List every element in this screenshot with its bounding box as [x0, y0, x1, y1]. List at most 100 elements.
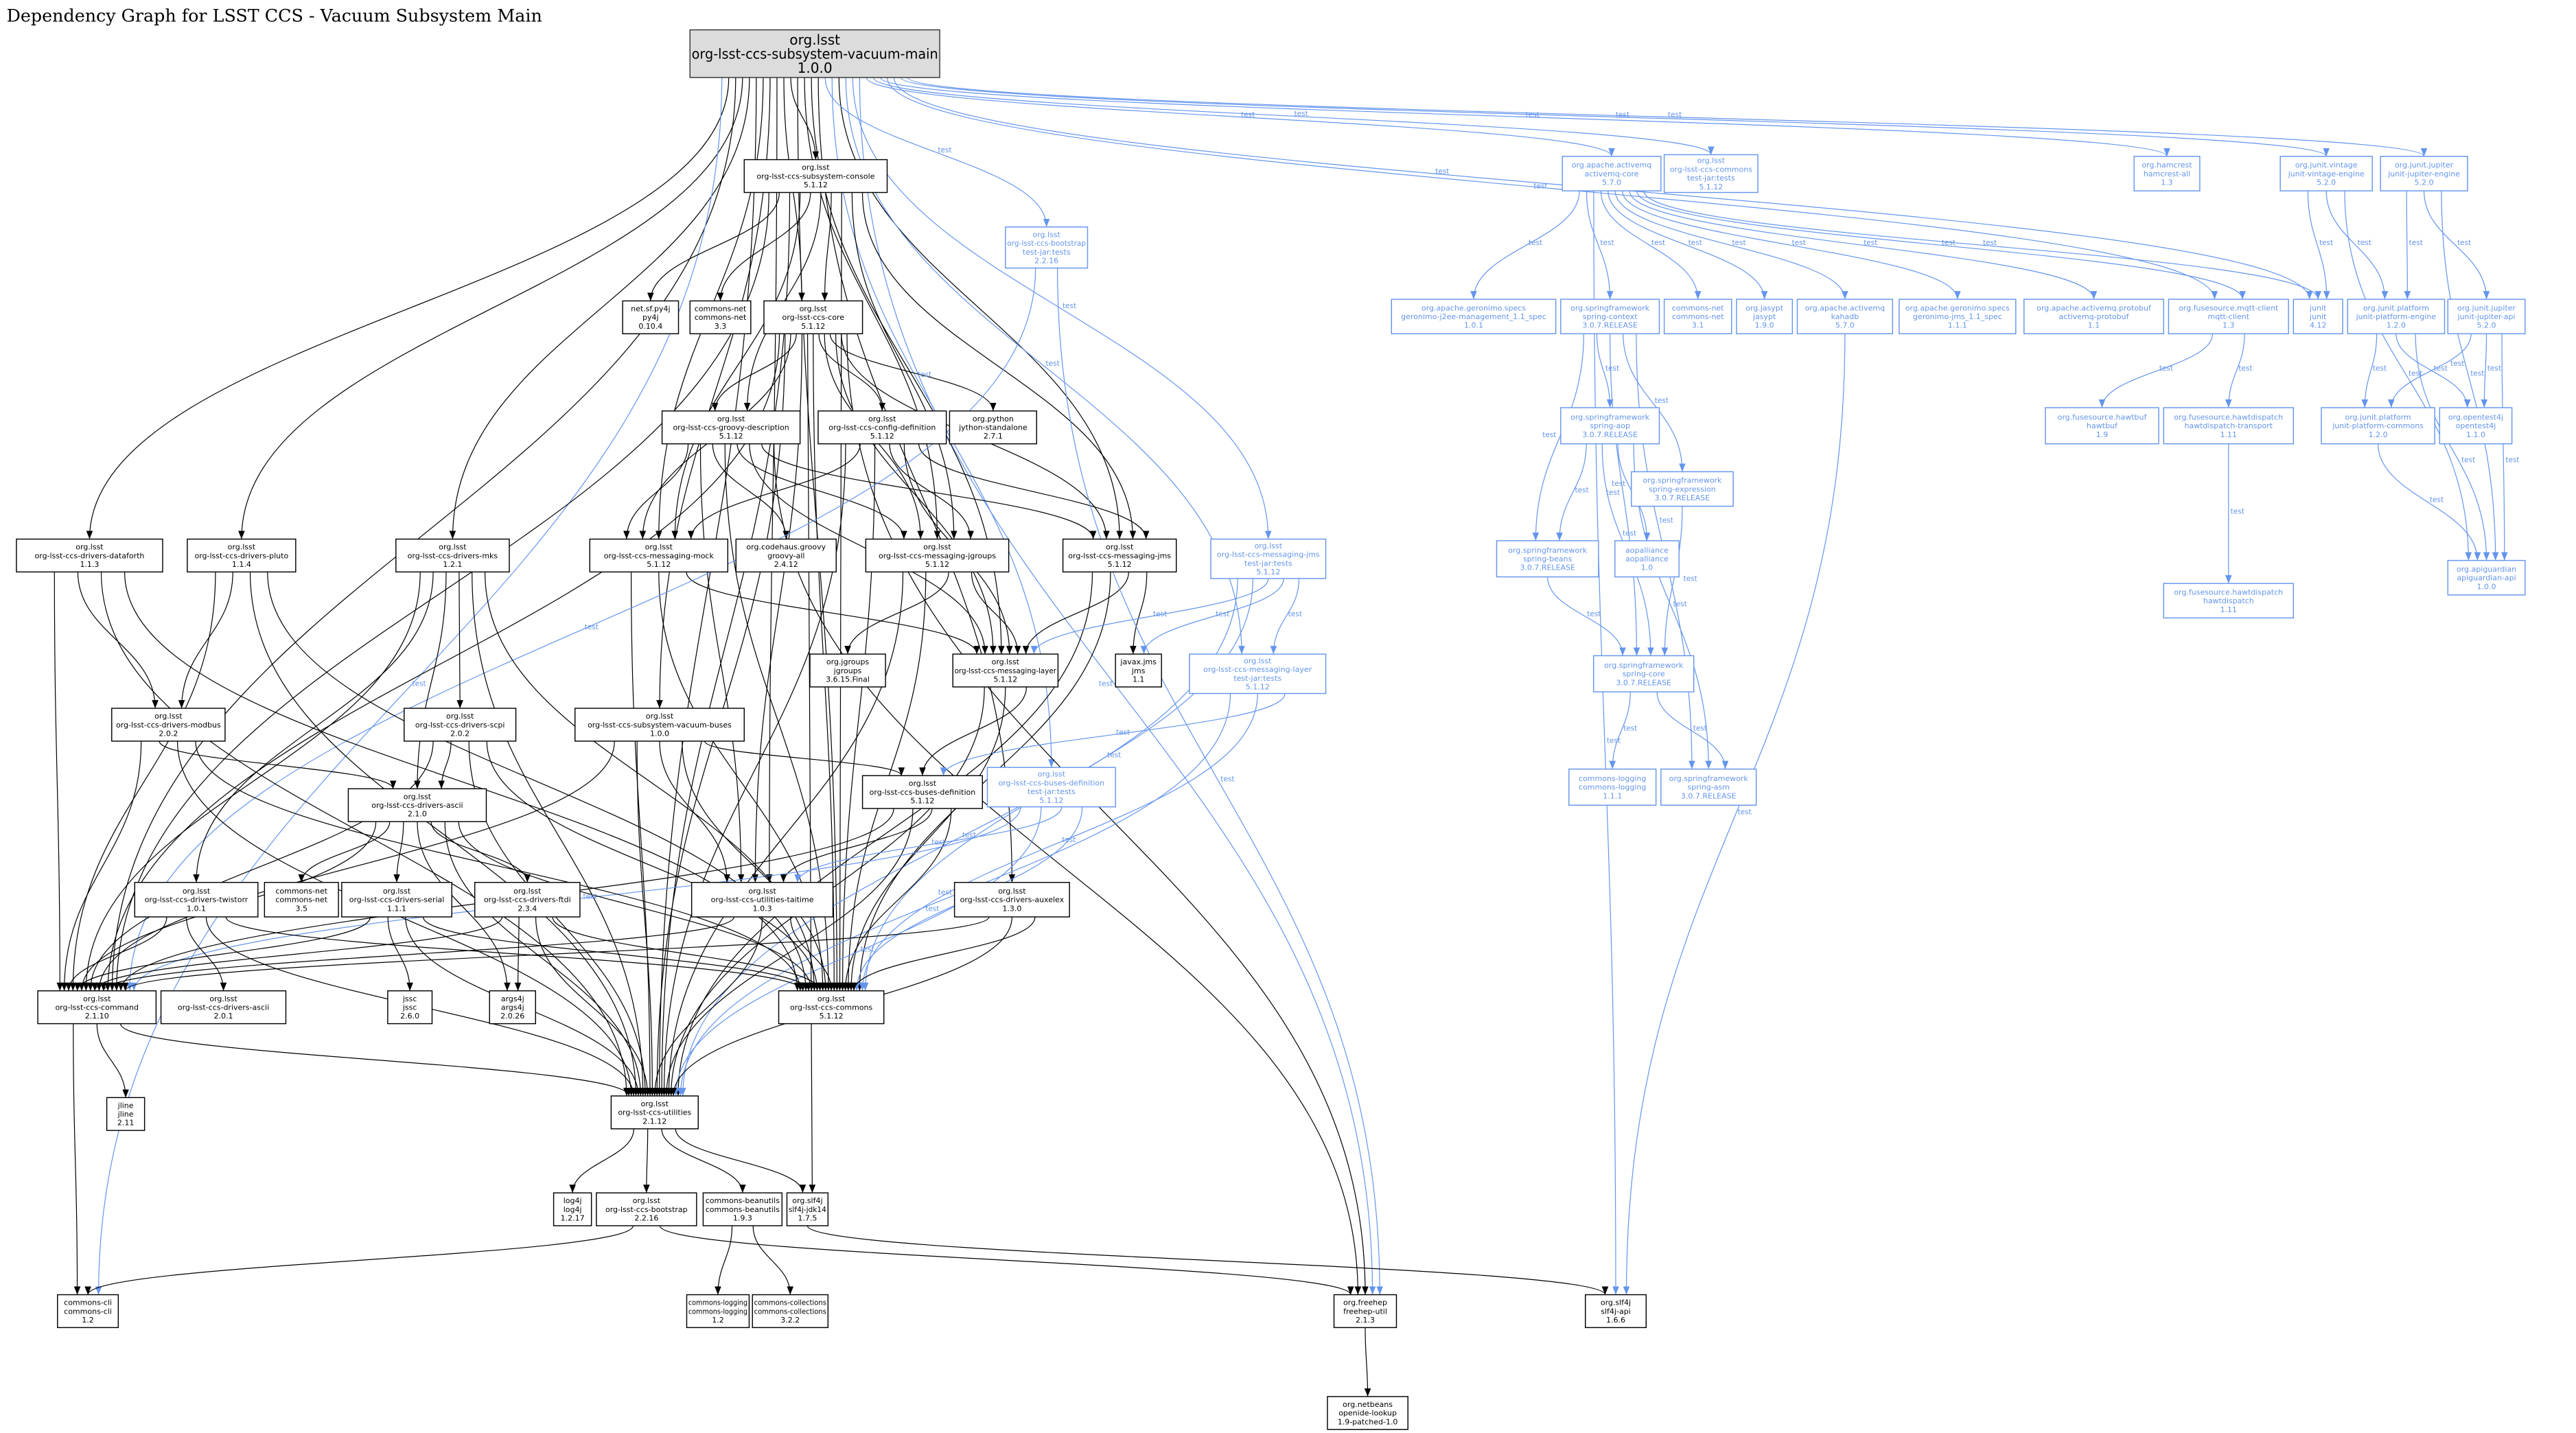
- edge-label-scope: test: [2358, 239, 2371, 247]
- node-version: 5.1.12: [804, 180, 828, 189]
- edge-label-scope: test: [1623, 724, 1637, 732]
- node-artifact-id: mqtt-client: [2208, 312, 2250, 321]
- node-group-id: org.lsst: [1244, 657, 1272, 666]
- node-artifact-id: spring-expression: [1649, 485, 1716, 493]
- edge-label-scope: test: [1241, 110, 1255, 119]
- edge-label-scope: test: [2238, 364, 2252, 373]
- node-box: [2447, 559, 2526, 596]
- node-box: [1005, 226, 1089, 269]
- node-group-id: org.lsst: [446, 712, 474, 721]
- node-artifact-id: org-lsst-ccs-drivers-dataforth: [35, 551, 145, 560]
- node-box: [763, 300, 863, 335]
- edge-label-scope: test: [1693, 724, 1707, 732]
- node-box: [2447, 299, 2526, 335]
- node-auxilex: org.lsstorg-lsst-ccs-drivers-auxelex1.3.…: [953, 882, 1070, 918]
- dependency-edge-main-to-mks: [449, 77, 750, 539]
- node-group-id: org.lsst: [76, 543, 104, 552]
- dependency-edge-dataforth-to-modbus: [77, 572, 159, 709]
- node-group-id: org.lsst: [383, 887, 411, 896]
- dependency-edge-jms_msg-to-commons: [856, 572, 1111, 991]
- dependency-edge-activemq-to-gj2ee: [1470, 191, 1580, 300]
- node-group-id: org.lsst: [641, 1099, 669, 1108]
- node-group-id: org.lsst: [404, 792, 432, 801]
- node-artifact-id: org-lsst-ccs-utilities-taitime: [711, 896, 814, 905]
- dependency-edge-jgroups_msg-to-layer: [971, 572, 1021, 655]
- dependency-edge-jgroups_msg-to-utilities: [665, 572, 904, 1096]
- node-version: 1.1.4: [232, 560, 251, 569]
- node-openide: org.netbeansopenide-lookup1.9-patched-1.…: [1327, 1396, 1408, 1430]
- dependency-edge-jms_tests-to-layer: [1030, 578, 1269, 655]
- node-group-id: org.apache.geronimo.specs: [1905, 303, 2010, 312]
- dependency-edge-twistorr-to-command: [65, 917, 167, 991]
- dependency-edge-main-to-activemq: [866, 77, 1615, 156]
- node-artifact-id: org-lsst-ccs-subsystem-vacuum-buses: [588, 721, 732, 730]
- node-spring-beans: org.springframeworkspring-beans3.0.7.REL…: [1496, 540, 1599, 578]
- node-version: 2.1.3: [1356, 1316, 1375, 1325]
- edge-label-scope: test: [1153, 610, 1167, 618]
- dependency-edge-taitime-to-utilities: [651, 917, 763, 1096]
- node-box: [2321, 407, 2435, 445]
- edge-label-scope: test: [1942, 239, 1956, 247]
- node-artifact-id: activemq-core: [1585, 170, 1639, 178]
- node-version: 1.0.0: [2477, 582, 2496, 591]
- node-group-id: org.springframework: [1669, 774, 1749, 783]
- graph-title: Dependency Graph for LSST CCS - Vacuum S…: [7, 5, 542, 26]
- node-box: [2168, 299, 2289, 335]
- node-box: [596, 1192, 697, 1226]
- edge-label-scope: test: [1612, 480, 1625, 488]
- node-box: [575, 708, 745, 742]
- node-group-id: org.lsst: [800, 305, 828, 314]
- node-artifact-id: org-lsst-ccs-drivers-ascii: [178, 1003, 269, 1012]
- dependency-edge-config_def-to-jms_msg: [918, 443, 1150, 539]
- dependency-edge-twistorr-to-commons: [225, 916, 807, 991]
- node-artifact-id: commons-logging: [688, 1307, 747, 1316]
- dependency-edge-auxilex-to-commons: [850, 916, 1036, 991]
- node-version: 1.1.1: [1603, 791, 1622, 800]
- node-box: [865, 538, 1010, 573]
- node-version: 3.6.15.Final: [826, 675, 870, 684]
- dependency-edge-modbus-to-command: [60, 741, 142, 991]
- node-version: 2.4.12: [774, 560, 798, 569]
- edge-label-scope: test: [1435, 167, 1449, 176]
- dependency-edge-pluto-to-utilities: [249, 572, 640, 1096]
- node-box: [1614, 540, 1680, 578]
- node-version: 2.1.10: [85, 1012, 109, 1021]
- dependency-edge-utilities-to-log4j: [569, 1128, 634, 1193]
- dependency-edge-layer-to-commons: [848, 686, 1006, 991]
- node-artifact-id: jgroups: [833, 666, 862, 675]
- node-version: 2.0.1: [214, 1012, 233, 1021]
- node-artifact-id: org-lsst-ccs-config-definition: [828, 423, 936, 432]
- dependency-edge-console-to-core: [821, 192, 832, 301]
- edge-label-scope: test: [412, 680, 426, 688]
- node-artifact-id: geronimo-j2ee-management_1.1_spec: [1401, 312, 1546, 321]
- node-group-id: org.lsst: [998, 887, 1026, 896]
- node-box: [2293, 299, 2343, 335]
- dependency-edge-buses_def-to-commons: [842, 808, 952, 991]
- node-version: 5.1.12: [993, 675, 1017, 684]
- dependency-edge-main-to-hamcrest: [879, 77, 2170, 157]
- dependency-edge-kahadb-to-slf4j_api: [1623, 334, 1846, 1295]
- node-box: [1585, 1294, 1647, 1329]
- dependency-edge-groovy_desc-to-jgroups_msg: [736, 443, 907, 539]
- node-artifact-id: spring-beans: [1523, 555, 1573, 563]
- dependency-edge-activemq-to-protobuf: [1629, 191, 2098, 300]
- node-artifact-id: commons-net: [1672, 312, 1724, 321]
- dependency-edge-vacuum_buses-to-command: [95, 741, 615, 991]
- node-group-id: org.junit.platform: [2345, 412, 2411, 421]
- node-artifact-id: hamcrest-all: [2144, 170, 2190, 178]
- dependency-edge-ftdi-to-commons: [552, 916, 824, 991]
- node-group-id: args4j: [501, 994, 524, 1003]
- node-version: 5.1.12: [925, 560, 949, 569]
- dependency-edge-activemq-to-spring_context: [1586, 191, 1614, 300]
- edge-label-scope: test: [1732, 239, 1745, 247]
